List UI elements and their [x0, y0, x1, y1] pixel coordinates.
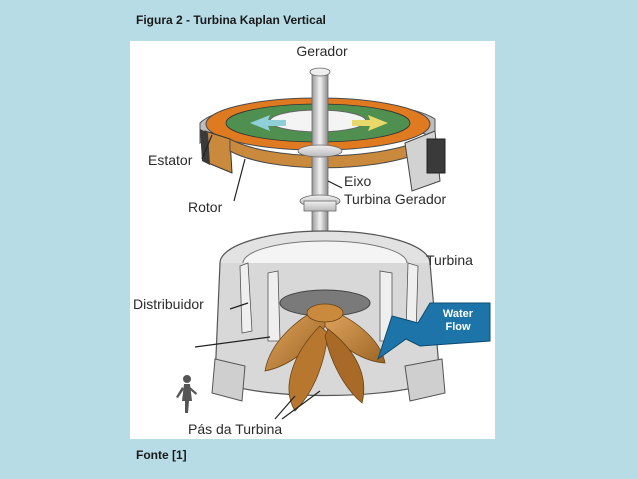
- label-eixo: Eixo: [344, 173, 371, 189]
- leader-distribuidor: [229, 302, 249, 310]
- person-silhouette-icon: [176, 375, 197, 413]
- leader-estator: [201, 134, 213, 160]
- diagram-panel: Water Flow Gerador Estator Rotor Eixo Tu…: [130, 41, 495, 439]
- label-turbina-gerador: Turbina Gerador: [344, 191, 447, 207]
- rotor-arrow-left: [250, 115, 286, 131]
- label-pas-da-turbina: Pás da Turbina: [188, 421, 282, 437]
- kaplan-turbine-diagram: Water Flow Gerador Estator Rotor Eixo Tu…: [133, 43, 491, 437]
- leader-pas-2: [281, 390, 321, 420]
- figure-caption: Figura 2 - Turbina Kaplan Vertical: [136, 13, 326, 27]
- generator-assembly: [199, 97, 446, 192]
- leader-eixo: [327, 180, 343, 189]
- label-turbina: Turbina: [426, 252, 473, 268]
- leader-pas-1: [274, 395, 296, 420]
- water-flow-label: Water: [443, 308, 474, 320]
- water-flow-label: Flow: [445, 321, 470, 333]
- wicket-gate: [239, 262, 253, 334]
- casing-foot-right: [404, 358, 446, 402]
- casing-foot-left: [211, 358, 246, 402]
- turbine-blades: [264, 303, 386, 412]
- label-rotor: Rotor: [188, 199, 223, 215]
- label-estator: Estator: [148, 152, 193, 168]
- water-flow-arrow: Water Flow: [377, 302, 491, 361]
- rotor-arrow-right: [352, 115, 388, 131]
- leader-rotor: [233, 158, 246, 202]
- label-gerador: Gerador: [296, 43, 348, 59]
- wicket-gate: [267, 270, 281, 342]
- label-distribuidor: Distribuidor: [133, 296, 204, 312]
- figure-source: Fonte [1]: [136, 448, 187, 462]
- leader-lines: [194, 134, 343, 420]
- stator-block-right: [426, 138, 446, 174]
- stator-block-left: [200, 129, 210, 165]
- leader-distribuidor-2: [194, 336, 271, 348]
